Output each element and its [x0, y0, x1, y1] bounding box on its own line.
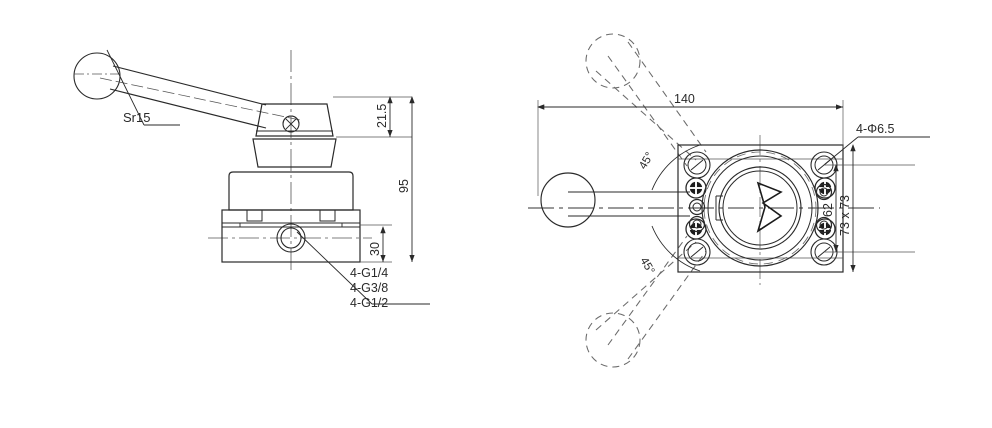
handle-position-home	[540, 172, 690, 228]
dimension-95: 95	[397, 96, 415, 262]
front-elevation-view: Sr15 4-G1/4 4-G3/8 4-G1/2 21.5 30 95	[73, 49, 430, 310]
lever-arm-top-edge	[112, 65, 267, 106]
port-callout-g14: 4-G1/4	[350, 266, 388, 280]
rotor-ring-second	[707, 155, 813, 261]
dowel-left-lower-inner	[692, 219, 702, 229]
body-square-outline	[677, 144, 844, 273]
dowel-left-inner	[692, 202, 702, 212]
hole-tl-slot	[690, 159, 704, 171]
dim-label-30: 30	[368, 242, 382, 256]
top-plan-view: 45° 45°	[528, 33, 930, 368]
callout-mounting-holes: 4-Φ6.5	[823, 122, 930, 166]
dowel-left-lower-outer	[688, 215, 706, 233]
valve-body-block	[221, 209, 361, 263]
ghost-arm-top-edge-a	[627, 41, 707, 153]
cover-screw-top-left	[685, 177, 707, 199]
hole-bl-slot	[690, 246, 704, 258]
mounting-hole-top-left	[683, 151, 711, 179]
rotor-ring-group	[701, 149, 819, 267]
dim-label-140: 140	[674, 92, 695, 106]
pivot-hub-hatch-b	[285, 118, 297, 130]
dimension-21-5: 21.5	[333, 96, 412, 138]
note-sr15-label: Sr15	[123, 110, 150, 125]
port-inner-circle	[280, 227, 302, 249]
screw-tl-head	[685, 177, 707, 199]
dim-label-95: 95	[397, 179, 411, 193]
mounting-hole-bottom-left	[683, 238, 711, 266]
flow-arrow-path	[756, 181, 783, 233]
rotor-ring-third	[718, 166, 802, 250]
screw-bl-head	[685, 218, 707, 240]
dim-label-21-5: 21.5	[375, 104, 389, 128]
hole-tl-inner	[687, 155, 707, 175]
sr15-leader-line	[106, 49, 145, 126]
port-outer-circle	[276, 223, 306, 253]
rotor-ring-inner	[722, 170, 798, 246]
handle-position-cw-45	[585, 235, 707, 368]
body-notch-left	[246, 210, 263, 222]
lever-arm-bottom-edge	[109, 88, 267, 129]
body-outline	[221, 209, 361, 263]
dimension-140: 140	[537, 92, 844, 196]
dowel-right-lower-inner	[819, 220, 829, 230]
dowel-ring-group	[688, 183, 833, 234]
arc-45-top	[651, 144, 701, 191]
callout-label-holes: 4-Φ6.5	[856, 122, 895, 136]
top-body-square	[677, 144, 844, 273]
flow-direction-arrow-symbol	[756, 181, 783, 233]
note-sr15-group: Sr15	[106, 49, 180, 126]
rotor-stem-slot	[715, 195, 723, 221]
port-callout-g12: 4-G1/2	[350, 296, 388, 310]
ghost-arm-bottom-edge-a	[627, 250, 707, 360]
dowel-left-outer	[688, 198, 706, 216]
port-callout-leader	[296, 231, 373, 305]
dowel-right-lower-outer	[815, 216, 833, 234]
dim-label-73x73: 73 x 73	[838, 195, 852, 236]
dimension-30: 30	[360, 224, 392, 263]
port-callout-g38: 4-G3/8	[350, 281, 388, 295]
ghost-arm-bottom-edge-b	[607, 235, 688, 346]
hole-callout-leader	[823, 136, 859, 166]
pivot-cap-outline	[255, 103, 334, 137]
dimension-73x73: 73 x 73	[838, 144, 856, 272]
dim-label-62: 62	[821, 203, 835, 217]
top-handle-knob	[540, 172, 596, 228]
body-notch-right	[319, 210, 336, 222]
hole-bl-inner	[687, 242, 707, 262]
ghost-arm-top-edge-b	[607, 55, 688, 167]
dimension-62: 62	[821, 164, 915, 253]
dowel-right-upper-outer	[815, 183, 833, 201]
arc-45-bottom	[651, 225, 701, 272]
ghost-arm-bottom-axis	[595, 241, 697, 331]
handle-knob-ghost-bottom	[585, 312, 641, 368]
lever-arm-axis	[99, 77, 301, 121]
rotor-ring-outer	[701, 149, 819, 267]
port-callout-group: 4-G1/4 4-G3/8 4-G1/2	[296, 231, 430, 310]
handle-knob-ghost-top	[585, 33, 641, 89]
pivot-hub-arc	[282, 115, 300, 125]
dowel-right-upper-inner	[819, 187, 829, 197]
bolt-circle-dashed	[703, 151, 817, 265]
valve-neck-outline	[252, 138, 337, 168]
pivot-cap	[255, 103, 334, 137]
